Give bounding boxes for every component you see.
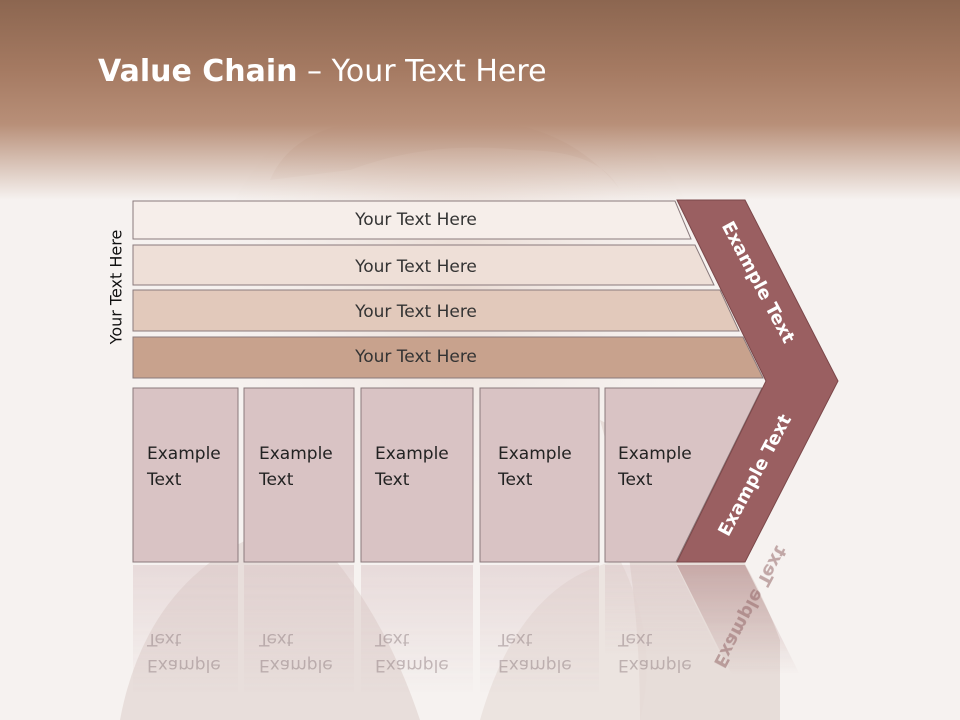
box-2-line1: Example: [259, 444, 333, 464]
row-3: Your Text Here: [132, 289, 740, 332]
box-5-line1: Example: [618, 444, 692, 464]
box-4-line2: Text: [497, 470, 533, 490]
row-4-label: Your Text Here: [354, 347, 477, 367]
box-1-line2: Text: [146, 470, 182, 490]
reflection: Example Text Example Text Example Text E…: [133, 542, 800, 695]
reflection-box-5-line2: Text: [617, 629, 653, 649]
box-3-line2: Text: [374, 470, 410, 490]
row-1-label: Your Text Here: [354, 210, 477, 230]
reflection-box-5-line1: Example: [618, 655, 692, 675]
reflection-box-1-line2: Text: [146, 629, 182, 649]
reflection-box-2-line1: Example: [259, 655, 333, 675]
reflection-box-1-line1: Example: [147, 655, 221, 675]
box-4-line1: Example: [498, 444, 572, 464]
box-5: Example Text: [604, 387, 763, 563]
box-3: Example Text: [360, 387, 474, 563]
box-4: Example Text: [479, 387, 600, 563]
box-3-line1: Example: [375, 444, 449, 464]
box-1: Example Text: [132, 387, 239, 563]
reflection-box-3-line2: Text: [374, 629, 410, 649]
reflection-box-4-line1: Example: [498, 655, 572, 675]
box-2: Example Text: [243, 387, 355, 563]
row-4: Your Text Here: [132, 336, 764, 379]
title-rest: – Your Text Here: [297, 54, 547, 89]
box-5-line2: Text: [617, 470, 653, 490]
row-2: Your Text Here: [132, 244, 715, 286]
row-3-label: Your Text Here: [354, 302, 477, 322]
header-band: [0, 0, 960, 200]
slide-title: Value Chain – Your Text Here: [98, 54, 547, 89]
box-1-line1: Example: [147, 444, 221, 464]
row-1: Your Text Here: [132, 200, 692, 240]
title-bold: Value Chain: [98, 54, 298, 89]
row-2-label: Your Text Here: [354, 257, 477, 277]
box-2-line2: Text: [258, 470, 294, 490]
reflection-box-4-line2: Text: [497, 629, 533, 649]
reflection-box-3-line1: Example: [375, 655, 449, 675]
reflection-box-2-line2: Text: [258, 629, 294, 649]
